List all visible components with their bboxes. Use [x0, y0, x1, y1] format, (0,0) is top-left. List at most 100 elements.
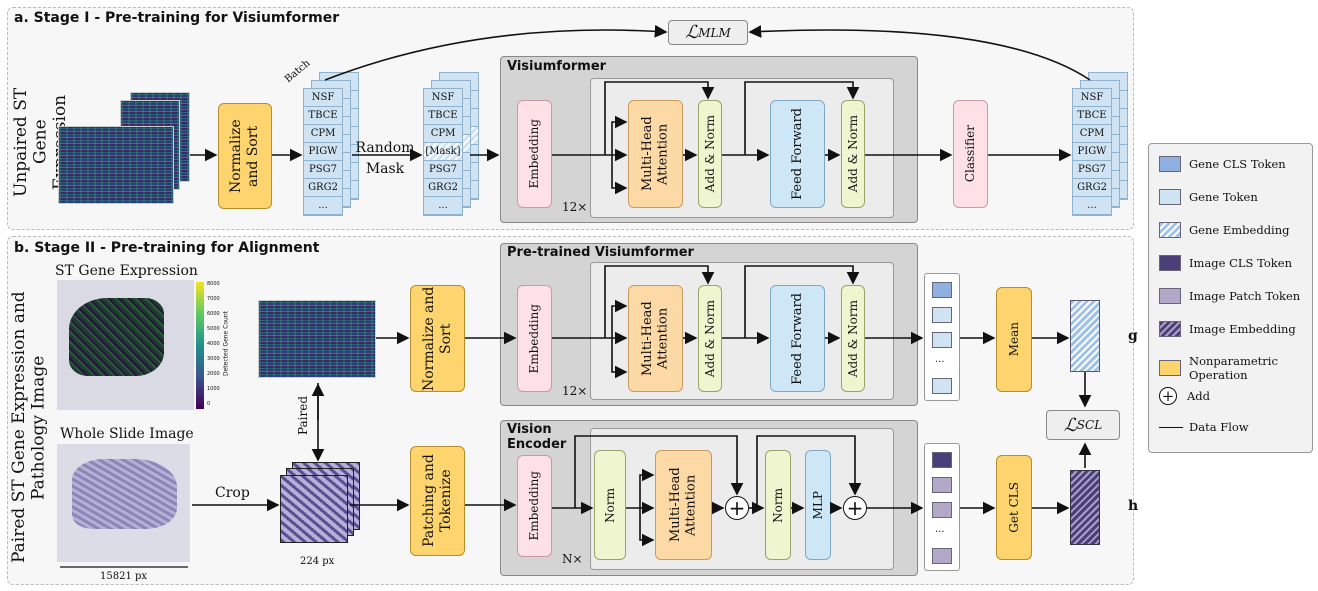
- flow-arrow: [748, 25, 1091, 81]
- flow-arrow: [756, 435, 862, 508]
- gene-token: [932, 332, 952, 348]
- colorbar-tick: 6000: [207, 311, 220, 317]
- legend-label: Add: [1187, 389, 1211, 403]
- colorbar-tick: 1000: [207, 386, 220, 392]
- flow-arrow: [611, 155, 628, 195]
- image-patch-token: [932, 548, 952, 564]
- legend-item: Gene Embedding: [1159, 222, 1290, 238]
- gene-token: [932, 378, 952, 394]
- st-image: [57, 280, 194, 410]
- token-cell: GRG2: [304, 179, 342, 197]
- token-cell: [Mask]: [424, 143, 462, 161]
- loss-symbol: ℒ: [1063, 414, 1077, 436]
- patch-size: 224 px: [300, 556, 335, 567]
- legend-item: Image CLS Token: [1159, 255, 1292, 271]
- normalize-sort-block: Normalize and Sort: [410, 285, 465, 392]
- legend-item: Image Embedding: [1159, 321, 1296, 337]
- legend-swatch: [1159, 222, 1181, 238]
- image-embedding-column: ...: [924, 443, 960, 571]
- legend-label: Gene CLS Token: [1189, 157, 1286, 171]
- mha-block: Multi-Head Attention: [628, 100, 683, 208]
- tissue-expression: [69, 298, 164, 376]
- mean-block: Mean: [996, 287, 1032, 392]
- flow-arrow: [611, 299, 628, 338]
- loss-symbol: ℒ: [685, 22, 699, 43]
- token-cell: PIGW: [304, 143, 342, 161]
- pretrained-visiumformer-title: Pre-trained Visiumformer: [507, 245, 694, 260]
- token-cell: NSF: [1073, 89, 1111, 107]
- add-norm-block: Add & Norm: [841, 285, 865, 392]
- token-cell: GRG2: [424, 179, 462, 197]
- token-cell: TBCE: [304, 107, 342, 125]
- wsi-tissue: [72, 459, 177, 529]
- ellipsis: ...: [935, 524, 945, 535]
- legend-item: Gene Token: [1159, 189, 1258, 205]
- add-norm-block: Add & Norm: [698, 285, 722, 392]
- gene-embedding-g: [1070, 300, 1100, 372]
- norm-block: Norm: [594, 450, 626, 560]
- flow-arrow: [604, 265, 715, 338]
- crop-label: Crop: [215, 485, 250, 501]
- legend-label: Image Patch Token: [1189, 289, 1301, 303]
- paired-heatmap: [258, 300, 376, 378]
- arrow-icon: [1159, 426, 1183, 428]
- flow-arrow: [744, 265, 860, 338]
- token-cell: CPM: [304, 125, 342, 143]
- colorbar-tick: 0: [207, 401, 211, 407]
- token-cell: PSG7: [424, 161, 462, 179]
- mha-block: Multi-Head Attention: [655, 450, 712, 560]
- add-icon: +: [1159, 387, 1177, 405]
- mha-block: Multi-Head Attention: [628, 285, 683, 392]
- colorbar-tick: 2000: [207, 371, 220, 377]
- legend-item: + Add: [1159, 387, 1210, 405]
- token-cell: NSF: [424, 89, 462, 107]
- token-cell: PSG7: [1073, 161, 1111, 179]
- token-cell: CPM: [1073, 125, 1111, 143]
- token-cell: CPM: [424, 125, 462, 143]
- legend-label: Nonparametric Operation: [1189, 354, 1278, 382]
- patch-front: [280, 475, 348, 543]
- vision-encoder-title: Vision Encoder: [507, 422, 567, 452]
- feed-forward-block: Feed Forward: [770, 100, 825, 208]
- data-flow-arrows: [190, 24, 1092, 547]
- colorbar-tick: 7000: [207, 296, 220, 302]
- repeat-label: 12×: [562, 384, 588, 398]
- wsi-size: 15821 px: [100, 571, 148, 582]
- stage1-title: a. Stage I - Pre-training for Visiumform…: [14, 10, 340, 26]
- loss-subscript: MLM: [698, 25, 731, 40]
- colorbar-tick: 5000: [207, 326, 220, 332]
- image-embedding-h: [1070, 470, 1100, 545]
- ellipsis: ...: [935, 354, 945, 365]
- flow-arrow: [639, 468, 655, 508]
- colorbar-tick: 8000: [207, 281, 220, 287]
- token-cell: ...: [424, 197, 462, 215]
- legend-item: Gene CLS Token: [1159, 156, 1286, 172]
- add-icon: +: [843, 496, 867, 520]
- add-icon: +: [725, 496, 749, 520]
- legend-label: Gene Embedding: [1189, 223, 1290, 237]
- norm-block: Norm: [765, 450, 791, 560]
- loss-subscript: SCL: [1076, 418, 1103, 432]
- h-label: h: [1128, 498, 1139, 514]
- colorbar: [196, 282, 204, 409]
- flow-arrow: [324, 24, 668, 81]
- random-mask-text: Random Mask: [355, 140, 415, 177]
- g-label: g: [1128, 328, 1138, 344]
- token-cell: PIGW: [1073, 143, 1111, 161]
- add-norm-block: Add & Norm: [698, 100, 722, 208]
- stage2-title: b. Stage II - Pre-training for Alignment: [14, 240, 320, 256]
- patching-tokenize-block: Patching and Tokenize: [410, 446, 465, 556]
- random-mask-label: Random Mask: [352, 138, 418, 180]
- flow-arrow: [744, 81, 860, 155]
- token-cell: ...: [1073, 197, 1111, 215]
- image-patch-token: [932, 502, 952, 518]
- visiumformer-title: Visiumformer: [507, 59, 607, 74]
- heatmap-front: [58, 126, 174, 204]
- flow-arrow: [611, 115, 628, 155]
